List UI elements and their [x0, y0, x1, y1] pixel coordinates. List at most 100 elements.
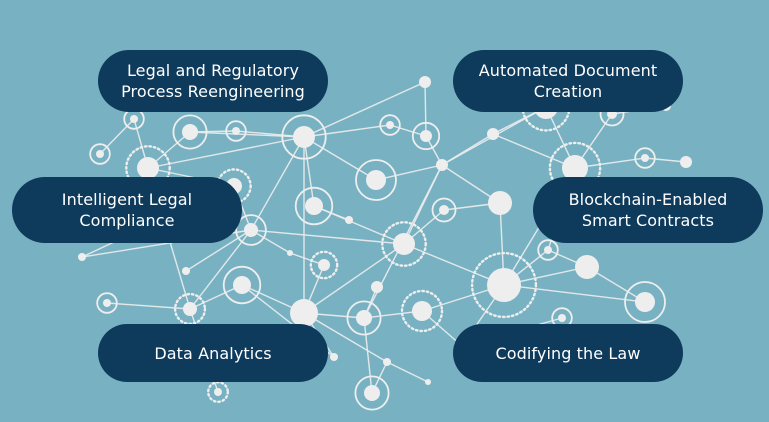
network-node	[487, 268, 521, 302]
pill-data-analytics: Data Analytics	[98, 324, 328, 382]
network-node	[419, 76, 431, 88]
network-node	[182, 267, 190, 275]
pill-label: Blockchain-Enabled Smart Contracts	[568, 190, 728, 230]
network-node-ring	[222, 265, 262, 305]
network-node-ring	[225, 120, 247, 142]
network-edge	[250, 136, 305, 231]
network-node-ring	[346, 300, 382, 336]
network-edge	[289, 252, 325, 266]
network-node-ring	[470, 251, 538, 319]
pill-label: Codifying the Law	[495, 343, 641, 363]
network-node	[103, 299, 111, 307]
network-node	[96, 150, 104, 158]
network-node	[412, 301, 432, 321]
network-edge	[185, 229, 252, 272]
network-node	[641, 154, 649, 162]
network-node	[183, 302, 197, 316]
network-node	[293, 126, 315, 148]
network-node-ring	[379, 114, 401, 136]
pill-blockchain-contracts: Blockchain-Enabled Smart Contracts	[533, 177, 763, 243]
network-node	[488, 191, 512, 215]
network-node-ring	[354, 375, 390, 411]
network-edge	[235, 130, 305, 138]
network-node-ring	[309, 250, 339, 280]
network-node	[393, 233, 415, 255]
network-node	[386, 121, 394, 129]
network-node-ring	[548, 141, 602, 195]
network-edge	[303, 124, 391, 138]
network-edge	[189, 131, 305, 138]
network-edge	[375, 164, 443, 181]
network-node	[371, 281, 383, 293]
network-node-ring	[173, 292, 207, 326]
network-node	[436, 159, 448, 171]
network-edge	[503, 284, 646, 303]
pill-label: Legal and Regulatory Process Reengineeri…	[121, 61, 305, 101]
network-edge	[424, 81, 427, 137]
network-node	[232, 127, 240, 135]
network-node	[287, 250, 293, 256]
network-node-ring	[634, 147, 656, 169]
network-node	[214, 388, 222, 396]
network-node	[575, 255, 599, 279]
network-node-ring	[172, 114, 208, 150]
network-edge	[250, 229, 405, 245]
network-node	[182, 124, 198, 140]
network-node	[345, 216, 353, 224]
network-node	[244, 223, 258, 237]
pill-label: Data Analytics	[154, 343, 272, 363]
pill-intelligent-compliance: Intelligent Legal Compliance	[12, 177, 242, 243]
pill-label: Intelligent Legal Compliance	[61, 190, 193, 230]
network-edge	[147, 136, 305, 169]
network-node-ring	[624, 281, 666, 323]
network-node	[562, 155, 588, 181]
network-edge	[189, 229, 252, 310]
network-node-ring	[96, 292, 118, 314]
network-node	[330, 353, 338, 361]
pill-codifying-law: Codifying the Law	[453, 324, 683, 382]
network-node	[420, 130, 432, 142]
pill-label: Automated Document Creation	[478, 61, 658, 101]
network-edge	[492, 133, 576, 169]
network-node-ring	[281, 114, 327, 160]
network-node-ring	[537, 239, 559, 261]
network-node-ring	[89, 143, 111, 165]
network-node-ring	[411, 121, 441, 151]
network-node	[364, 385, 380, 401]
pill-legal-regulatory: Legal and Regulatory Process Reengineeri…	[98, 50, 328, 112]
network-edge	[644, 157, 687, 163]
network-node-ring	[206, 381, 229, 404]
network-edge	[313, 205, 405, 245]
network-edge	[403, 243, 505, 286]
network-node-ring	[400, 289, 444, 333]
network-edge	[106, 302, 191, 310]
network-node	[425, 379, 431, 385]
network-node	[233, 276, 251, 294]
network-edge	[389, 124, 427, 137]
network-node	[544, 246, 552, 254]
network-edge	[303, 312, 388, 363]
network-edge	[303, 136, 377, 181]
network-edge	[363, 317, 373, 394]
network-node-ring	[381, 221, 427, 267]
network-node	[290, 299, 318, 327]
network-edge	[189, 284, 243, 310]
network-node-ring	[431, 197, 457, 223]
network-node	[305, 197, 323, 215]
network-node	[356, 310, 372, 326]
network-node	[680, 156, 692, 168]
network-node	[366, 170, 386, 190]
network-node	[383, 358, 391, 366]
network-node	[137, 157, 159, 179]
network-node	[487, 128, 499, 140]
network-node-ring	[235, 214, 267, 246]
network-node	[558, 314, 566, 322]
network-node	[439, 205, 449, 215]
network-edge	[386, 361, 429, 383]
network-node-ring	[294, 186, 334, 226]
network-node	[318, 259, 330, 271]
network-edge	[250, 229, 291, 254]
network-node	[635, 292, 655, 312]
network-node	[130, 115, 138, 123]
network-node	[78, 253, 86, 261]
